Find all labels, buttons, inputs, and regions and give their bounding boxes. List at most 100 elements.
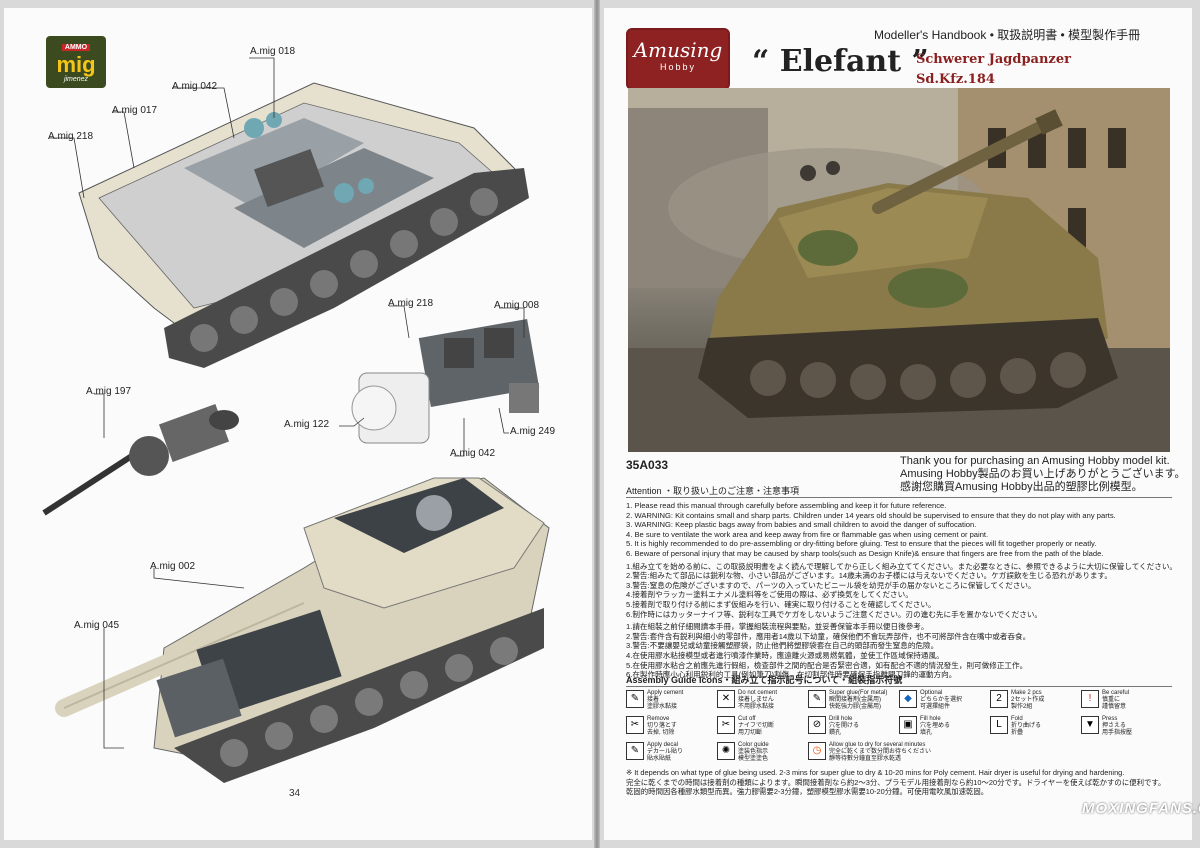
paint-label: A.mig 045 [74, 620, 120, 631]
tank-model-illustration [55, 477, 550, 783]
page-fold [594, 0, 600, 848]
warning-en-1: 1. Please read this manual through caref… [626, 501, 947, 510]
right-page: Amusing Hobby Modeller's Handbook • 取扱説明… [604, 8, 1192, 840]
paint-label: A.mig 122 [284, 419, 330, 430]
warning-en-4: 4. Be sure to ventilate the work area an… [626, 529, 989, 539]
icon-label: 完全に乾くまで数分間お待ちください [829, 749, 932, 755]
box-art-image [628, 88, 1170, 452]
icon-label: Optional [920, 690, 943, 696]
icon-label: 2セット作成 [1011, 697, 1045, 703]
page-number: 34 [289, 788, 301, 799]
icon-label: 鑽孔 [829, 730, 842, 736]
attention-heading: Attention ・取り扱い上のご注意・注意事項 [626, 486, 800, 496]
icon-label: 接着しません [738, 697, 774, 703]
machine-gun-illustration [42, 403, 239, 516]
logo-line2: Hobby [659, 62, 696, 72]
warning-jp-4: 4.接着剤やラッカー塗料エナメル塗料等をご使用の際は、必ず換気をしてください。 [626, 590, 913, 600]
super-glue-icon: ✎ [808, 690, 826, 708]
warning-cn-3: 3.警告:不要讓嬰兒或幼童接觸塑膠袋，防止他們將塑膠袋套在自己的頭部而發生窒息的… [626, 641, 939, 651]
icon-label: Fill hole [920, 716, 941, 722]
box-art-drawing [628, 88, 1170, 452]
icon-label: 製作2組 [1011, 704, 1033, 710]
subtitle-line2: Sd.Kfz.184 [916, 72, 995, 87]
warning-cn-5: 5.在使用膠水粘合之前應先進行假組，檢查部件之間的配合是否緊密合適，如有配合不適… [626, 660, 1028, 670]
paint-label: A.mig 218 [388, 298, 434, 309]
icon-label: 用手指按壓 [1102, 730, 1133, 736]
icon-label: 接着 [647, 697, 660, 703]
warning-icon: ! [1081, 690, 1099, 708]
paint-label: A.mig 042 [172, 81, 218, 92]
footnote-cn: 乾固的時間因各種膠水類型而異。強力膠需要2-3分鐘，塑膠模型膠水需要10-20分… [626, 787, 989, 796]
footnote-jp: 完全に乾くまでの時間は接着剤の種類によります。瞬間接着剤なら約2～3分、プラモデ… [626, 777, 1166, 787]
paint-label: A.mig 197 [86, 386, 132, 397]
divider [626, 686, 1172, 687]
icon-label: 折疊 [1011, 730, 1024, 736]
icon-label: Do not cement [738, 690, 778, 696]
warning-jp-5: 5.接着剤で取り付ける前にまず仮組みを行い、確実に取り付けることを確認してくださ… [626, 599, 936, 609]
thanks-en: Thank you for purchasing an Amusing Hobb… [900, 455, 1170, 467]
icon-label: 填孔 [920, 730, 933, 736]
icon-label: Apply decal [647, 742, 679, 748]
icon-label: 穴を埋める [920, 723, 951, 729]
warning-jp-1: 1.組み立てを始める前に、この取扱説明書をよく読んで理解してから正しく組み立てて… [626, 561, 1178, 571]
color-guide-icon: ✺ [717, 742, 735, 760]
fill-hole-icon: ▣ [899, 716, 917, 734]
warnings-block: 1. Please read this manual through caref… [626, 501, 1186, 680]
icon-label: 去掉, 切除 [647, 730, 675, 736]
logo-bottom-text: jimenez [63, 76, 89, 83]
drill-icon: ⊘ [808, 716, 826, 734]
icon-label: 押さえる [1102, 723, 1126, 729]
subtitle-line1: Schwerer Jagdpanzer [916, 52, 1071, 67]
clock-icon: ◷ [808, 742, 826, 760]
hull-cutaway-illustration [78, 82, 529, 368]
icon-label: Fold [1011, 716, 1023, 722]
kit-subtitle: Schwerer Jagdpanzer Sd.Kfz.184 [916, 50, 1071, 90]
site-watermark: MOXINGFANS.COM [1082, 800, 1200, 817]
callout-lines [49, 57, 525, 749]
icon-label: 用刀切斷 [738, 730, 763, 736]
warning-en-2: 2. WARNING: Kit contains small and sharp… [626, 510, 1116, 520]
icon-label: 貼水貼紙 [647, 756, 672, 762]
glue-footnote: ※ It depends on what type of glue being … [626, 768, 1186, 797]
icon-label: どちらかを選択 [920, 697, 963, 703]
icon-label: 快乾強力膠(金屬用) [829, 704, 881, 710]
assembly-guide-heading: Assembly Guide Icons・組み立て指示記号について・組裝指示符號 [626, 675, 903, 685]
make-two-icon: 2 [990, 690, 1008, 708]
paint-label: A.mig 018 [250, 46, 296, 57]
paint-label: A.mig 218 [48, 131, 94, 142]
paint-label: A.mig 002 [150, 561, 196, 572]
cement-icon: ✎ [626, 690, 644, 708]
icon-label: 慎重に [1102, 697, 1121, 703]
icon-label: デカール貼り [647, 749, 684, 755]
fold-icon: L [990, 716, 1008, 734]
warning-jp-6: 6.制作時にはカッターナイフ等、鋭利な工具でケガをしないようご注意ください。刃の… [626, 609, 1043, 619]
left-page: AMMO mig jimenez [4, 8, 592, 840]
tank-illustrations [42, 57, 550, 783]
warning-en-6: 6. Beware of personal injury that may be… [626, 548, 1104, 558]
icon-label: Cut off [738, 716, 756, 722]
icon-label: 切り落とす [647, 723, 677, 729]
icon-label: 塗装色指示 [738, 749, 769, 755]
icon-label: 模型塗塗色 [738, 756, 769, 762]
paint-label: A.mig 017 [112, 105, 158, 116]
warning-en-3: 3. WARNING: Keep plastic bags away from … [626, 520, 977, 530]
icon-label: Drill hole [829, 716, 853, 722]
icon-label: 穴を開ける [829, 723, 860, 729]
thanks-cn: 感謝您購買Amusing Hobby出品的塑膠比例模型。 [900, 481, 1143, 493]
icon-label: 瞬間接着剤(金属用) [829, 697, 881, 703]
handbook-heading: Modeller's Handbook • 取扱説明書 • 模型製作手冊 [874, 28, 1141, 42]
warning-en-5: 5. It is highly recommended to do pre-as… [626, 539, 1097, 549]
icon-label: Press [1102, 716, 1118, 722]
press-icon: ▼ [1081, 716, 1099, 734]
cut-icon: ✂ [717, 716, 735, 734]
logo-top-text: AMMO [61, 44, 91, 51]
